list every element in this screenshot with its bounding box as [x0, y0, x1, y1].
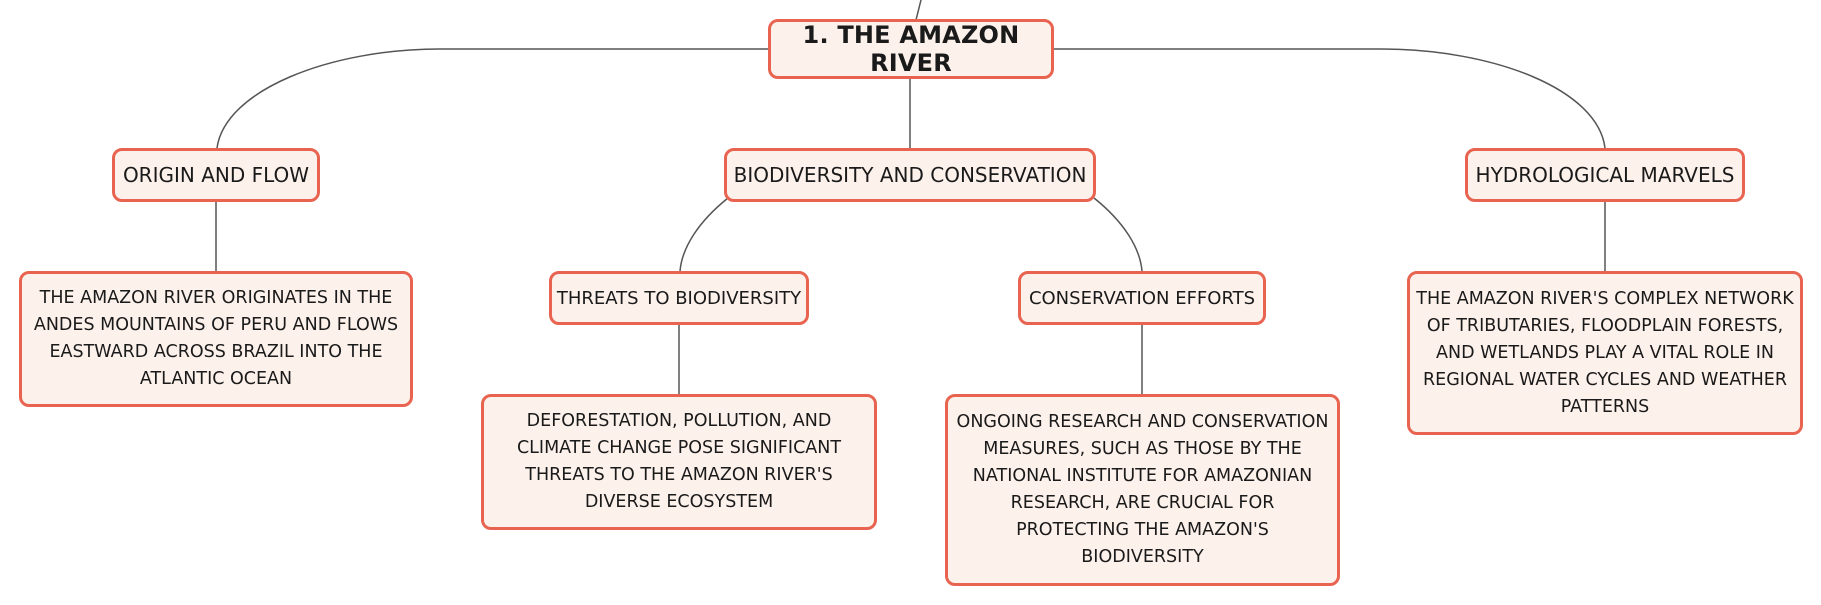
- topic-biodiversity-and-conservation[interactable]: BIODIVERSITY AND CONSERVATION: [724, 148, 1096, 202]
- detail-hydrological-marvels[interactable]: THE AMAZON RIVER'S COMPLEX NETWORK OF TR…: [1407, 271, 1803, 435]
- connector-biodiversity-threats: [679, 197, 729, 272]
- detail-conservation-efforts[interactable]: ONGOING RESEARCH AND CONSERVATION MEASUR…: [945, 394, 1340, 586]
- detail-threats-to-biodiversity[interactable]: DEFORESTATION, POLLUTION, AND CLIMATE CH…: [481, 394, 877, 530]
- topic-origin-and-flow[interactable]: ORIGIN AND FLOW: [112, 148, 320, 202]
- topic-hydrological-marvels[interactable]: HYDROLOGICAL MARVELS: [1465, 148, 1745, 202]
- topic-threats-to-biodiversity[interactable]: THREATS TO BIODIVERSITY: [549, 271, 809, 325]
- connector-root-origin: [216, 48, 770, 149]
- connector-root-hydrological: [1052, 48, 1606, 149]
- root-topic[interactable]: 1. THE AMAZON RIVER: [768, 19, 1054, 79]
- connector-root-parent: [915, 0, 922, 21]
- topic-conservation-efforts[interactable]: CONSERVATION EFFORTS: [1018, 271, 1266, 325]
- connector-biodiversity-conservation: [1093, 197, 1143, 272]
- detail-origin-and-flow[interactable]: THE AMAZON RIVER ORIGINATES IN THE ANDES…: [19, 271, 413, 407]
